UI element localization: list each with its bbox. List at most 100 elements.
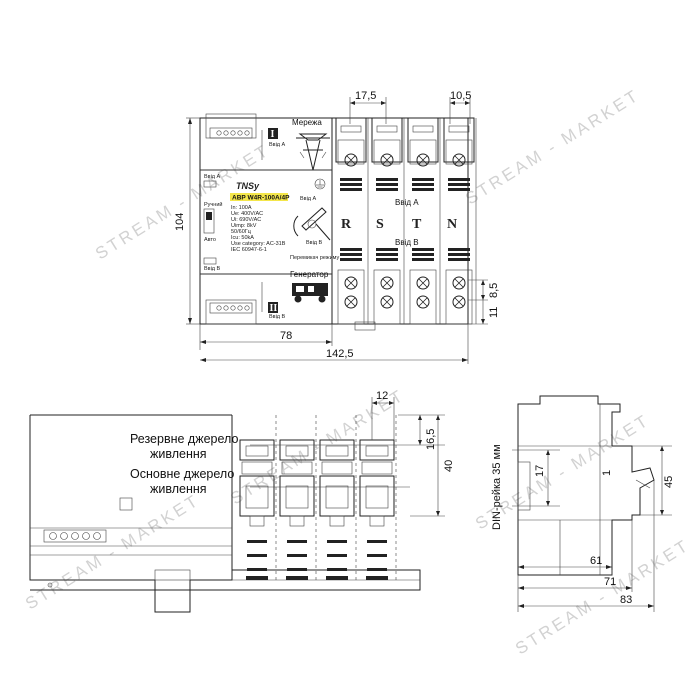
spec-line: Ue: 400V/AC bbox=[231, 211, 263, 217]
manual-mode-label: Ручний bbox=[204, 201, 222, 208]
spec-line: Icu: 50kA bbox=[231, 235, 254, 241]
bottom-connector-pins bbox=[216, 305, 250, 311]
main-source-label-line2: живлення bbox=[150, 482, 207, 496]
input-a-indicator bbox=[203, 180, 217, 188]
input-a-small-label: Ввід А bbox=[269, 142, 286, 148]
front-connector bbox=[43, 529, 107, 543]
front-terminals bbox=[239, 415, 397, 580]
spec-line: In: 100A bbox=[231, 205, 252, 211]
terminal-screw-icon bbox=[452, 295, 466, 309]
watermark-3: STREAM - MARKET bbox=[227, 385, 408, 508]
roman-one: I bbox=[271, 129, 275, 140]
watermark-5: STREAM - MARKET bbox=[22, 490, 203, 613]
phase-label-s: S bbox=[376, 217, 384, 232]
phase-module bbox=[335, 117, 369, 325]
phase-module bbox=[407, 117, 441, 325]
model-highlight bbox=[230, 193, 288, 201]
dim-terminal-width: 12 bbox=[376, 390, 388, 402]
terminal-screw-icon bbox=[380, 153, 394, 167]
roman-one-box bbox=[268, 128, 278, 139]
front-view-dimensions: 12 16,5 40 bbox=[371, 390, 455, 517]
terminal-screw-icon bbox=[416, 276, 430, 290]
spec-line: Use category: AC-31B bbox=[231, 241, 286, 247]
front-indicator bbox=[119, 497, 133, 511]
mains-label: Мережа bbox=[292, 118, 322, 127]
dim-row-upper: 8,5 bbox=[488, 283, 500, 298]
side-view-dimensions: 17 1 45 61 71 83 bbox=[512, 445, 675, 612]
input-b-small-label: Ввід В bbox=[269, 314, 286, 320]
model-name: АВР W4R-100A/4P bbox=[232, 195, 290, 202]
spec-line: 50/60Гц bbox=[231, 229, 252, 235]
reserve-source-label-line2: живлення bbox=[150, 447, 207, 461]
generator-icon bbox=[292, 283, 328, 303]
selector-input-a-label: Ввід А bbox=[300, 196, 317, 202]
rotary-selector-icon bbox=[293, 207, 331, 241]
ground-symbol-icon bbox=[314, 178, 326, 190]
control-input-a-label: Ввід А bbox=[204, 174, 221, 180]
front-terminal-block bbox=[279, 415, 317, 580]
mode-switch bbox=[203, 208, 215, 234]
phase-label-r: R bbox=[341, 217, 352, 232]
spec-lines: In: 100A Ue: 400V/AC Ui: 690V/AC Uimp: 8… bbox=[231, 205, 286, 253]
switch-mode-label: Перемикач режиму bbox=[290, 255, 339, 261]
spec-line: IEC 60947-6-1 bbox=[231, 247, 267, 253]
dim-terminal-height: 16,5 bbox=[425, 429, 437, 450]
power-pylon-icon bbox=[296, 133, 330, 171]
terminal-screw-icon bbox=[344, 295, 358, 309]
reserve-source-label-line1: Резервне джерело bbox=[130, 432, 238, 446]
dim-front-height: 40 bbox=[443, 460, 455, 472]
selector-input-b-label: Ввід В bbox=[306, 240, 323, 246]
generator-label: Генератор bbox=[290, 270, 329, 279]
top-view: I Ввід А II Ввід В Мережа Генератор Ввід… bbox=[174, 90, 500, 364]
dim-17: 17 bbox=[534, 465, 546, 477]
main-source-label-line1: Основне джерело bbox=[130, 467, 234, 481]
side-view: DIN-рейка 35 мм 17 1 45 61 bbox=[491, 395, 675, 612]
dim-body-width: 78 bbox=[280, 330, 292, 342]
din-rail-label: DIN-рейка 35 мм bbox=[491, 444, 503, 530]
phase-modules bbox=[335, 117, 477, 325]
dim-total-width: 142,5 bbox=[326, 348, 354, 360]
top-view-dimensions: 17,5 10,5 104 78 142,5 bbox=[174, 90, 500, 364]
roman-two-box bbox=[268, 302, 278, 313]
front-connector-pins bbox=[49, 532, 101, 540]
dim-1: 1 bbox=[601, 470, 613, 476]
terminal-screw-icon bbox=[452, 276, 466, 290]
front-terminal-block bbox=[359, 415, 397, 580]
front-terminal-block bbox=[239, 415, 277, 580]
side-view-outline bbox=[517, 395, 655, 576]
auto-mode-label: Авто bbox=[204, 237, 216, 243]
top-connector-pins bbox=[216, 130, 250, 136]
watermark-2: STREAM - MARKET bbox=[462, 85, 643, 208]
input-b-label: Ввід В bbox=[395, 238, 419, 247]
terminal-screw-icon bbox=[416, 295, 430, 309]
terminal-screw-icon bbox=[344, 153, 358, 167]
terminal-screw-icon bbox=[416, 153, 430, 167]
control-input-b-label: Ввід В bbox=[204, 266, 221, 272]
terminal-screw-icon bbox=[380, 295, 394, 309]
watermarks: STREAM - MARKET STREAM - MARKET STREAM -… bbox=[22, 85, 693, 658]
dim-pitch: 17,5 bbox=[355, 90, 376, 102]
dim-61: 61 bbox=[590, 555, 602, 567]
input-a-label: Ввід А bbox=[395, 198, 419, 207]
dim-height-top: 104 bbox=[174, 213, 186, 231]
phase-label-t: T bbox=[412, 217, 422, 232]
dim-row-lower: 11 bbox=[488, 307, 500, 318]
phase-label-n: N bbox=[447, 217, 457, 232]
dim-edge: 10,5 bbox=[450, 90, 471, 102]
terminal-screw-icon bbox=[452, 153, 466, 167]
front-view: Резервне джерело живлення Основне джерел… bbox=[29, 390, 455, 613]
terminal-screw-icon bbox=[344, 276, 358, 290]
dim-45: 45 bbox=[663, 476, 675, 488]
front-terminal-block bbox=[319, 415, 357, 580]
dim-83: 83 bbox=[620, 594, 632, 606]
phase-module bbox=[443, 117, 477, 325]
dim-71: 71 bbox=[604, 576, 616, 588]
din-clip bbox=[354, 321, 376, 331]
input-b-indicator bbox=[203, 257, 217, 265]
phase-module bbox=[371, 117, 405, 325]
watermark-6: STREAM - MARKET bbox=[512, 535, 693, 658]
brand-logo: TNSy bbox=[236, 181, 260, 191]
roman-two: II bbox=[270, 303, 278, 314]
terminal-screw-icon bbox=[380, 276, 394, 290]
